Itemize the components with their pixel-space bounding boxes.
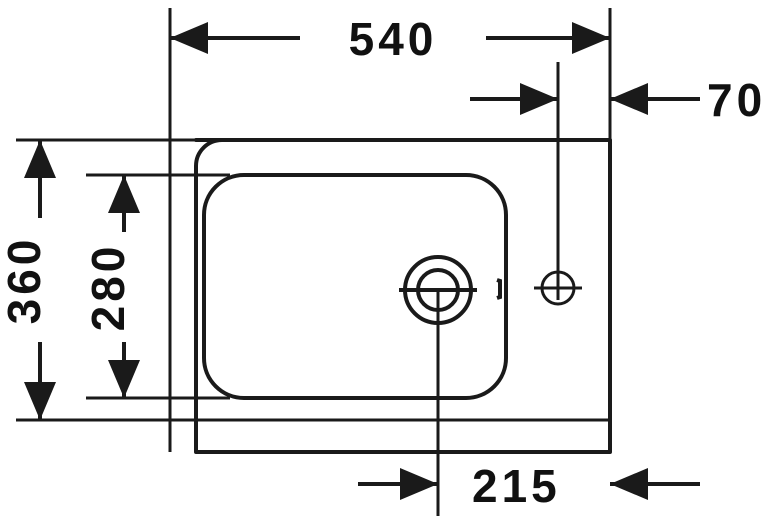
basin-body-outline <box>194 138 612 454</box>
dimension-280: 280 <box>82 175 156 398</box>
dimension-540: 540 <box>170 8 610 70</box>
dimension-70-label: 70 <box>707 74 766 126</box>
dimension-215-text-mask <box>462 456 602 514</box>
bowl-outline-path <box>202 173 508 400</box>
dimension-280-label: 280 <box>82 243 134 332</box>
dimension-280-text-mask <box>94 232 156 342</box>
dimension-360: 360 <box>0 140 72 420</box>
arrowhead-215-inner <box>400 468 438 500</box>
arrowhead-280-bottom <box>108 360 140 398</box>
dimension-70: 70 <box>470 74 766 126</box>
overflow-slot <box>496 278 502 300</box>
basin-outline-path <box>194 138 612 454</box>
arrowhead-70-outer <box>610 83 648 115</box>
bowl-inner-outline <box>202 173 508 400</box>
arrowhead-540-right <box>572 22 610 54</box>
arrowhead-280-top <box>108 175 140 213</box>
dimension-540-label: 540 <box>349 13 438 65</box>
dimension-360-text-mask <box>10 218 72 342</box>
dimension-215-label: 215 <box>472 460 561 512</box>
arrowhead-360-bottom <box>24 382 56 420</box>
arrowhead-215-outer <box>610 468 648 500</box>
arrowhead-360-top <box>24 140 56 178</box>
dimension-215: 215 <box>358 456 700 514</box>
tap-hole-circle <box>534 270 582 306</box>
arrowhead-540-left <box>170 22 208 54</box>
arrowhead-70-inner <box>520 83 558 115</box>
drain-hole-circle <box>399 255 477 325</box>
overflow-slot-path <box>496 278 502 300</box>
dimension-360-label: 360 <box>0 236 50 325</box>
dimension-540-text-mask <box>300 8 486 70</box>
